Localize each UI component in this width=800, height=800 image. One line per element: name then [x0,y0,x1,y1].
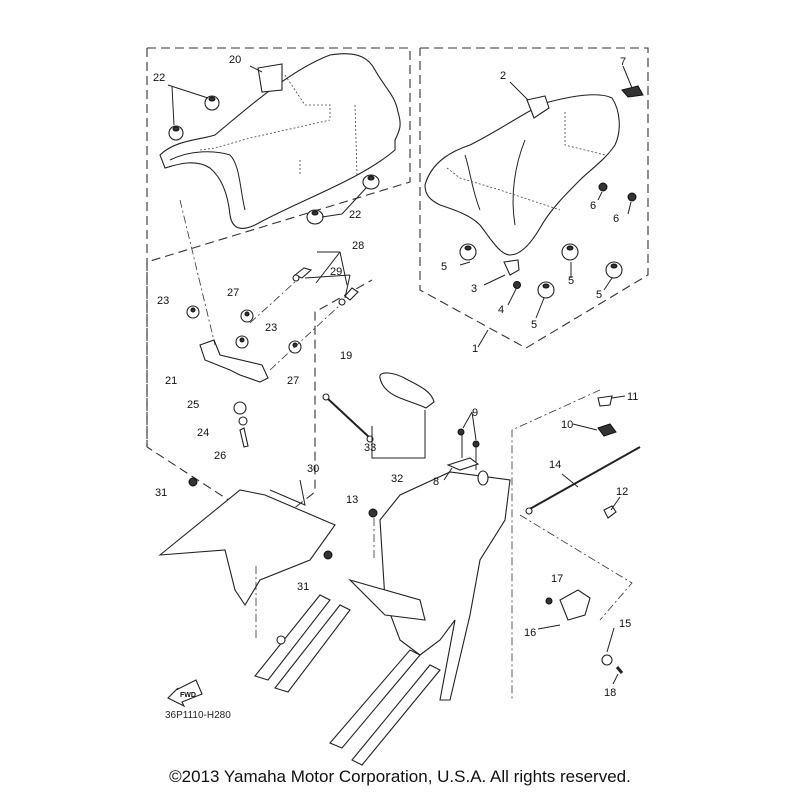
bolt-31b [323,550,333,560]
callout-13: 13 [346,494,358,506]
damper-5 [459,243,623,299]
rear-frame [254,471,511,766]
grip-32 [371,372,435,459]
callout-2: 2 [500,70,506,82]
callout-17: 17 [551,573,563,585]
seat-rail-30 [158,477,336,645]
callout-32: 32 [391,473,403,485]
callout-7: 7 [620,56,626,68]
callout-31: 31 [155,487,167,499]
bracket-12 [603,505,617,519]
callout-10: 10 [561,419,573,431]
seat-tag-20 [257,63,283,93]
callout-8: 8 [433,476,439,488]
callout-25: 25 [187,399,199,411]
fwd-label: FWD [180,692,196,699]
clip-11 [597,395,613,407]
strap-7 [621,85,644,98]
callout-16: 16 [524,627,536,639]
callout-29: 29 [330,266,342,278]
callout-24: 24 [197,427,209,439]
callout-9: 9 [472,407,478,419]
callout-20: 20 [229,54,241,66]
callout-1: 1 [472,343,478,355]
callout-5: 5 [441,261,447,273]
callout-31: 31 [297,581,309,593]
bracket-assembly [179,199,359,448]
bolt-17 [545,597,553,605]
callout-11: 11 [627,391,638,403]
latch-parts [443,395,641,685]
callout-18: 18 [604,687,616,699]
callout-23: 23 [157,295,169,307]
callout-21: 21 [165,375,177,387]
nut-4 [513,281,521,289]
callout-5: 5 [596,289,602,301]
callout-28: 28 [352,240,364,252]
callout-26: 26 [214,450,226,462]
latch-10 [597,423,617,437]
callout-33: 33 [364,442,376,454]
bolt-31a [188,477,198,487]
callout-12: 12 [616,486,628,498]
nut-13 [368,508,378,518]
diagram-code: 36P1110-H280 [165,710,231,721]
callout-3: 3 [471,283,477,295]
callout-27: 27 [227,287,239,299]
callout-5: 5 [531,319,537,331]
bracket-3 [503,259,520,276]
callout-15: 15 [619,618,631,630]
group-box-rear-seat [146,47,411,528]
nut-6 [598,182,637,202]
front-seat [424,65,644,348]
group-box-front-seat [419,47,649,349]
callout-6: 6 [613,213,619,225]
callout-19: 19 [340,350,352,362]
cover-16 [559,589,591,621]
callout-labels: 20 22 22 2 7 6 6 5 5 5 5 3 4 1 28 29 27 … [153,54,638,699]
callout-30: 30 [307,463,319,475]
callout-22: 22 [153,72,165,84]
cylinder-15 [601,654,613,666]
fwd-arrow: FWD [167,679,203,708]
seat-tag-2 [526,95,550,119]
group-box-lock [511,389,633,700]
callout-4: 4 [498,304,504,316]
callout-5: 5 [568,275,574,287]
callout-23: 23 [265,322,277,334]
copyright-notice: ©2013 Yamaha Motor Corporation, U.S.A. A… [169,767,631,786]
callout-27: 27 [287,375,299,387]
callout-22: 22 [349,209,361,221]
rear-seat [159,53,401,229]
callout-14: 14 [549,459,561,471]
damper-22 [168,95,380,225]
callout-6: 6 [590,200,596,212]
cable-33 [322,393,374,443]
